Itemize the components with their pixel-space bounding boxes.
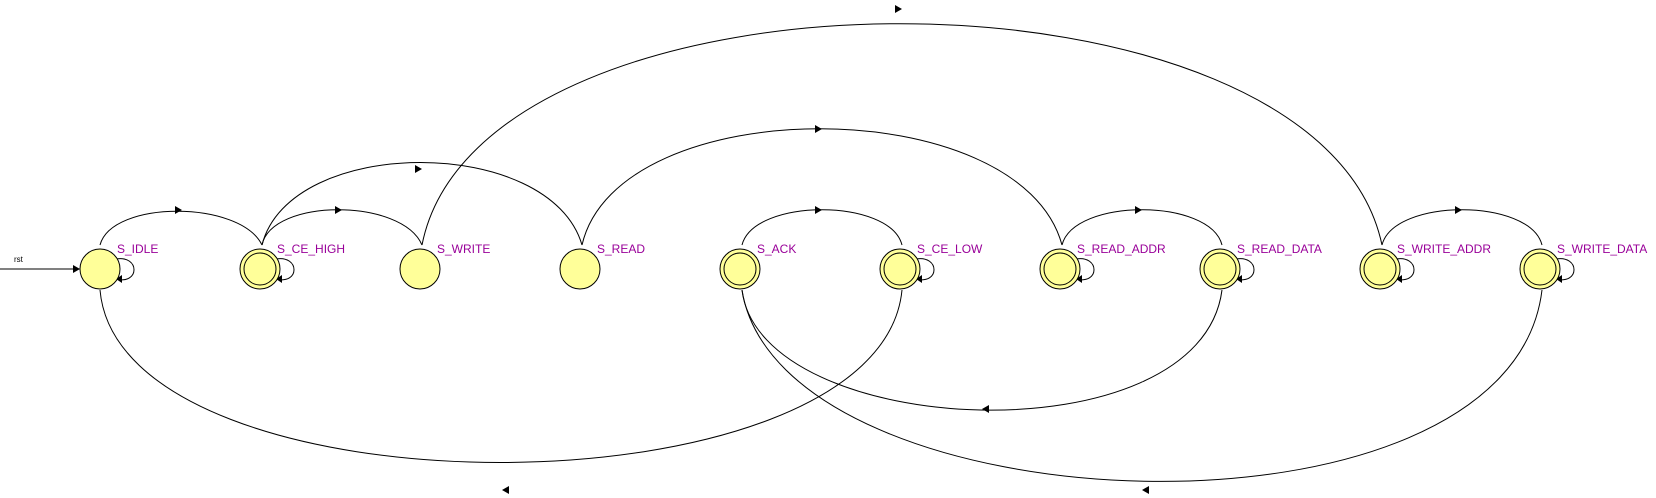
state-s-read-data[interactable]: S_READ_DATA <box>1199 242 1322 290</box>
edge-write-to-write-addr <box>421 5 1383 246</box>
state-label-s-ce-high: S_CE_HIGH <box>277 242 345 256</box>
edge-read-data-to-ack <box>741 289 1223 413</box>
state-s-ack[interactable]: S_ACK <box>719 242 796 290</box>
self-loop-ce-high-arrow <box>276 275 282 283</box>
reset-label: rst <box>14 255 24 264</box>
edge-ack-to-ce-low <box>741 206 903 246</box>
self-loop-write-data-arrow <box>1556 275 1562 283</box>
state-label-s-idle: S_IDLE <box>117 242 158 256</box>
self-loop-idle-arrow <box>116 275 122 283</box>
reset-arrow <box>0 265 80 273</box>
edge-ce-low-to-idle <box>99 289 903 494</box>
state-s-write-data[interactable]: S_WRITE_DATA <box>1519 242 1647 290</box>
state-s-write-addr[interactable]: S_WRITE_ADDR <box>1359 242 1491 290</box>
state-label-s-write-data: S_WRITE_DATA <box>1557 242 1647 256</box>
state-label-s-write-addr: S_WRITE_ADDR <box>1397 242 1491 256</box>
edge-ce-high-to-read <box>261 162 583 246</box>
self-loop-read-data-arrow <box>1236 275 1242 283</box>
state-label-s-read-data: S_READ_DATA <box>1237 242 1322 256</box>
edge-ce-high-to-write <box>261 206 423 246</box>
edge-read-to-read-addr <box>581 125 1063 246</box>
state-label-s-ce-low: S_CE_LOW <box>917 242 983 256</box>
edge-idle-to-ce-high <box>99 206 263 246</box>
state-s-ce-low[interactable]: S_CE_LOW <box>879 242 983 290</box>
state-label-s-read: S_READ <box>597 242 645 256</box>
state-label-s-ack: S_ACK <box>757 242 796 256</box>
edge-write-addr-to-write-data <box>1381 206 1543 246</box>
state-s-ce-high[interactable]: S_CE_HIGH <box>239 242 345 290</box>
state-s-read[interactable]: S_READ <box>559 242 645 290</box>
edge-read-addr-to-read-data <box>1061 206 1223 246</box>
state-s-read-addr[interactable]: S_READ_ADDR <box>1039 242 1166 290</box>
self-loop-write-addr-arrow <box>1396 275 1402 283</box>
state-s-idle[interactable]: S_IDLE <box>79 242 158 290</box>
state-label-s-read-addr: S_READ_ADDR <box>1077 242 1166 256</box>
state-label-s-write: S_WRITE <box>437 242 490 256</box>
self-loop-ce-low-arrow <box>916 275 922 283</box>
self-loop-read-addr-arrow <box>1076 275 1082 283</box>
edge-write-data-to-ack <box>741 289 1543 494</box>
state-s-write[interactable]: S_WRITE <box>399 242 490 290</box>
